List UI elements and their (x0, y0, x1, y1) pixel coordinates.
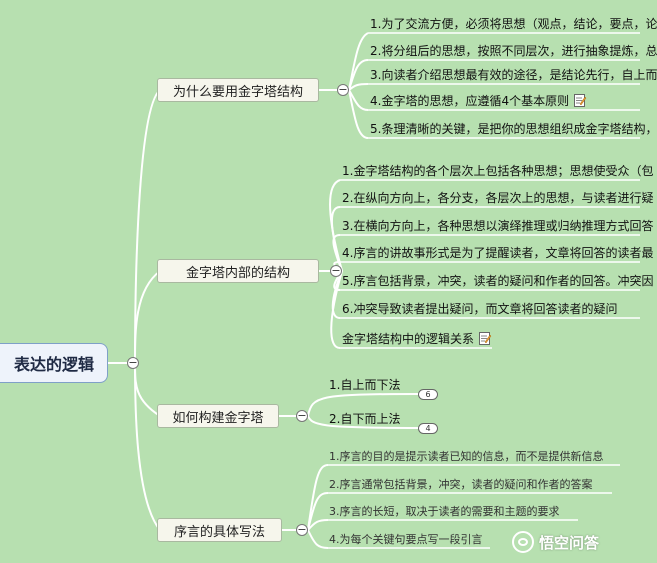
leaf-topic[interactable]: 4.金字塔的思想，应遵循4个基本原则 (370, 93, 587, 109)
branch-label: 金字塔内部的结构 (185, 265, 290, 281)
collapse-icon[interactable]: − (296, 409, 308, 422)
leaf-topic[interactable]: 2.序言通常包括背景，冲突，读者的疑问和作者的答案 (329, 478, 593, 491)
leaf-label: 4.金字塔的思想，应遵循4个基本原则 (370, 94, 570, 108)
note-edit-icon[interactable] (574, 94, 587, 107)
wukong-logo-icon (512, 531, 534, 553)
leaf-topic[interactable]: 1.自上而下法 (329, 378, 401, 392)
collapse-icon[interactable]: − (337, 83, 349, 96)
leaf-topic[interactable]: 2.自下而上法 (329, 412, 401, 426)
leaf-topic[interactable]: 5.序言包括背景，冲突，读者的疑问和作者的回答。冲突因 (342, 274, 654, 288)
note-edit-icon[interactable] (479, 332, 492, 345)
root-topic-label: 表达的逻辑 (13, 355, 94, 374)
collapse-icon[interactable]: − (330, 264, 342, 277)
watermark: 悟空问答 (512, 531, 599, 553)
leaf-topic[interactable]: 金字塔结构中的逻辑关系 (342, 331, 492, 347)
branch-label: 序言的具体写法 (173, 524, 265, 540)
leaf-topic[interactable]: 2.将分组后的思想，按照不同层次，进行抽象提炼，总 (370, 44, 657, 58)
leaf-topic[interactable]: 3.向读者介绍思想最有效的途径，是结论先行，自上而 (370, 68, 657, 82)
collapsed-count-badge[interactable]: 4 (418, 423, 438, 434)
mindmap-connectors (108, 32, 640, 549)
branch-label: 为什么要用金字塔结构 (172, 84, 303, 100)
watermark-text: 悟空问答 (539, 533, 600, 552)
leaf-topic[interactable]: 1.金字塔结构的各个层次上包括各种思想；思想使受众（包 (342, 164, 654, 178)
leaf-topic[interactable]: 3.序言的长短，取决于读者的需要和主题的要求 (329, 505, 560, 518)
branch-why-pyramid[interactable]: 为什么要用金字塔结构 (157, 78, 319, 102)
branch-build-pyramid[interactable]: 如何构建金字塔 (157, 404, 279, 428)
collapse-icon[interactable]: − (127, 356, 139, 369)
collapsed-count-badge[interactable]: 6 (418, 389, 438, 400)
leaf-topic[interactable]: 1.序言的目的是提示读者已知的信息，而不是提供新信息 (329, 450, 604, 463)
branch-label: 如何构建金字塔 (172, 410, 264, 426)
root-topic[interactable]: 表达的逻辑 (0, 343, 108, 383)
leaf-topic[interactable]: 2.在纵向方向上，各分支，各层次上的思想，与读者进行疑 (342, 191, 654, 205)
leaf-topic[interactable]: 4.为每个关键句要点写一段引言 (329, 533, 483, 546)
leaf-topic[interactable]: 6.冲突导致读者提出疑问，而文章将回答读者的疑问 (342, 302, 618, 316)
branch-preface-writing[interactable]: 序言的具体写法 (157, 518, 282, 542)
leaf-topic[interactable]: 3.在横向方向上，各种思想以演绎推理或归纳推理方式回答 (342, 219, 654, 233)
leaf-topic[interactable]: 4.序言的讲故事形式是为了提醒读者，文章将回答的读者最 (342, 246, 654, 260)
leaf-topic[interactable]: 5.条理清晰的关键，是把你的思想组织成金字塔结构， (370, 122, 657, 136)
branch-pyramid-structure[interactable]: 金字塔内部的结构 (157, 259, 319, 283)
collapse-icon[interactable]: − (296, 523, 308, 536)
leaf-label: 金字塔结构中的逻辑关系 (342, 332, 475, 346)
leaf-topic[interactable]: 1.为了交流方便，必须将思想（观点，结论，要点，论 (370, 17, 657, 31)
